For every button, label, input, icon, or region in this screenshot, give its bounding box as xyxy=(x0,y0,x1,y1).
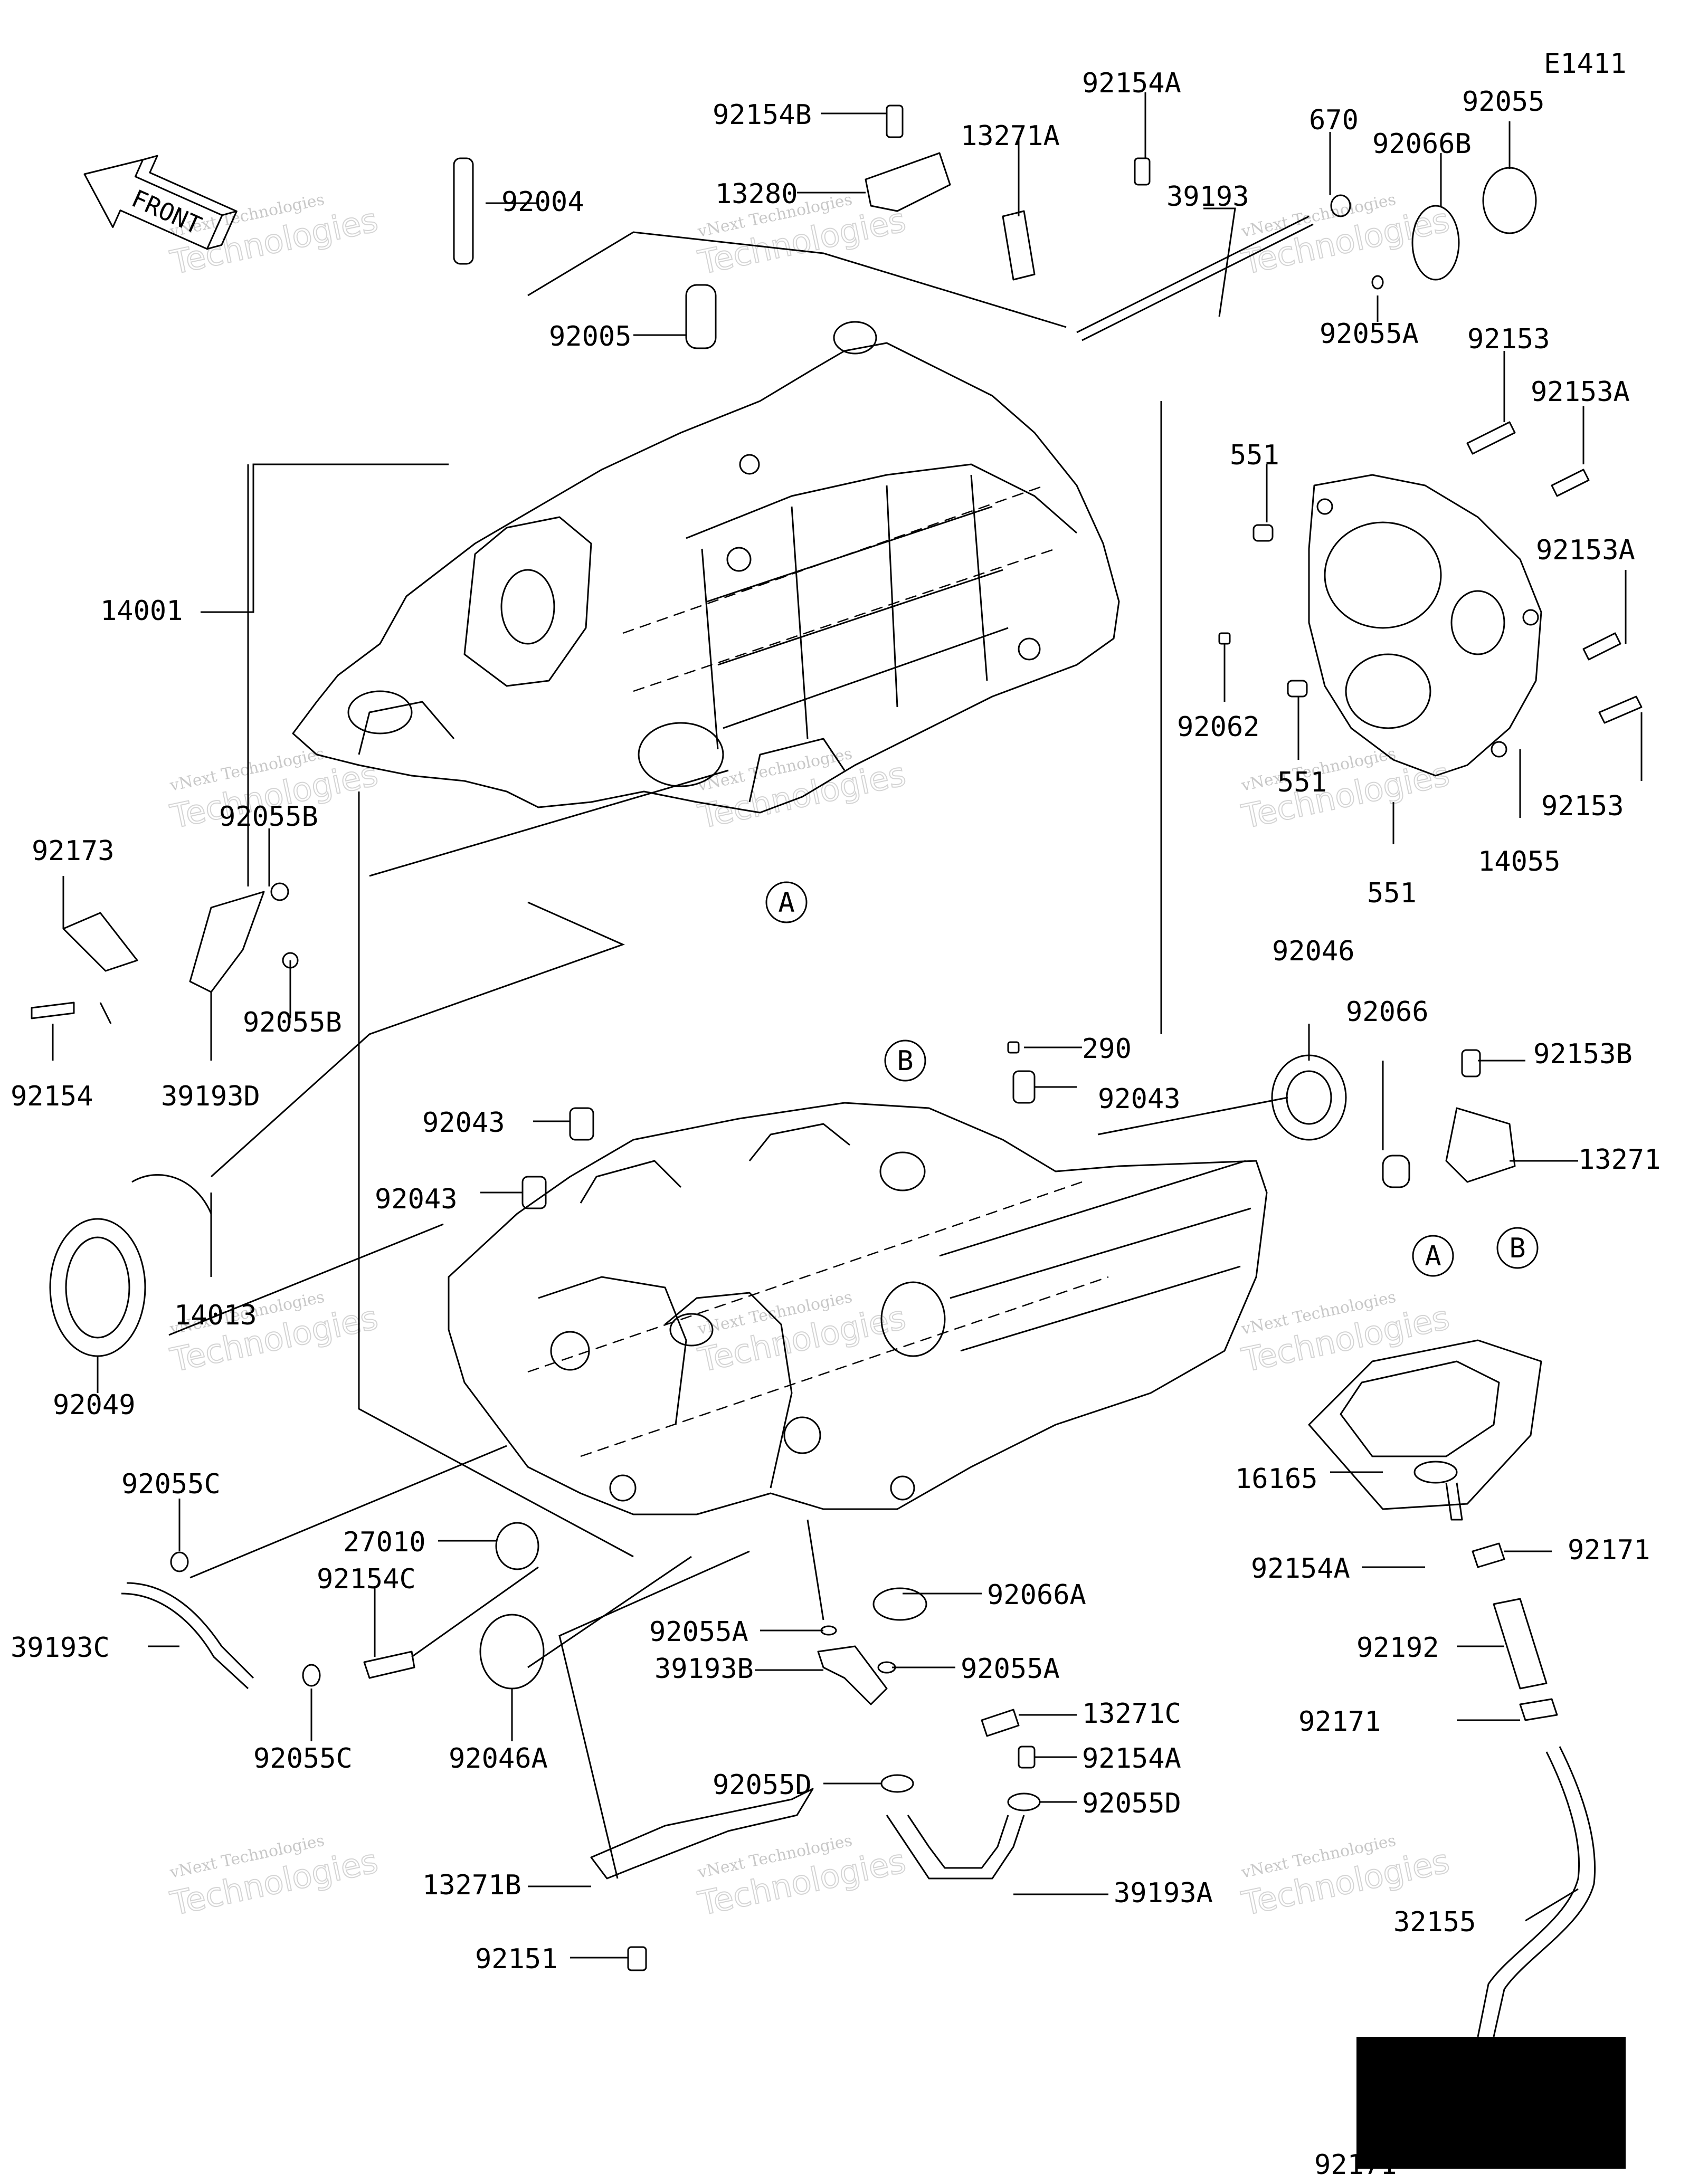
section-marker-b-right: B xyxy=(1496,1227,1539,1269)
part-label-92055d: 92055D xyxy=(713,1769,812,1801)
part-label-92055c: 92055C xyxy=(121,1468,221,1500)
strainer-16165 xyxy=(1308,1339,1542,1521)
svg-text:A: A xyxy=(778,887,794,919)
part-label-92066: 92066 xyxy=(1346,996,1429,1028)
part-label-39193c: 39193C xyxy=(11,1632,110,1664)
part-label-92049: 92049 xyxy=(53,1389,136,1421)
part-label-16165: 16165 xyxy=(1235,1463,1318,1495)
leader-lines xyxy=(52,92,1643,1959)
part-label-92153: 92153 xyxy=(1467,323,1550,355)
part-label-39193b: 39193B xyxy=(654,1653,754,1685)
part-label-13280: 13280 xyxy=(715,178,798,210)
hose-32155 xyxy=(1356,1746,1626,2169)
part-label-92055b: 92055B xyxy=(219,801,318,833)
part-label-13271: 13271 xyxy=(1578,1144,1661,1176)
part-label-14001: 14001 xyxy=(100,595,183,627)
part-label-92055c: 92055C xyxy=(253,1743,353,1775)
part-label-92066b: 92066B xyxy=(1372,128,1472,160)
section-marker-a-right: A xyxy=(1412,1235,1454,1277)
part-label-27010: 27010 xyxy=(343,1527,426,1558)
cover-14055 xyxy=(1308,474,1542,777)
part-label-92055a: 92055A xyxy=(961,1653,1060,1685)
section-marker-b-center: B xyxy=(884,1039,926,1082)
diagram-code: E1411 xyxy=(1544,48,1627,80)
part-label-92055d: 92055D xyxy=(1082,1788,1181,1819)
lower-crankcase xyxy=(448,1102,1268,1515)
part-labels: 92154B92154A13271A1328092004920053919367… xyxy=(11,68,1661,2181)
part-label-13271c: 13271C xyxy=(1082,1698,1181,1730)
part-label-551: 551 xyxy=(1367,878,1417,909)
section-marker-a-top: A xyxy=(765,881,808,923)
part-label-290: 290 xyxy=(1082,1033,1132,1065)
part-label-92154a: 92154A xyxy=(1251,1553,1350,1585)
part-label-92055b: 92055B xyxy=(243,1007,342,1038)
section-markers: A A B B xyxy=(765,881,1539,1277)
part-label-92153: 92153 xyxy=(1541,790,1624,822)
part-label-92154b: 92154B xyxy=(713,99,812,131)
svg-text:A: A xyxy=(1425,1241,1441,1272)
part-label-32155: 32155 xyxy=(1393,1906,1476,1938)
part-label-670: 670 xyxy=(1309,104,1359,136)
part-label-92192: 92192 xyxy=(1356,1632,1439,1664)
part-label-92153b: 92153B xyxy=(1533,1038,1633,1070)
part-label-92055a: 92055A xyxy=(1320,318,1419,350)
part-label-92055: 92055 xyxy=(1462,86,1545,118)
upper-crankcase-14001 xyxy=(292,321,1120,814)
part-label-13271b: 13271B xyxy=(422,1870,521,1901)
part-label-92066a: 92066A xyxy=(987,1579,1086,1611)
part-label-551: 551 xyxy=(1230,440,1279,471)
part-label-551: 551 xyxy=(1277,767,1327,798)
svg-text:B: B xyxy=(1509,1233,1525,1264)
black-block xyxy=(1356,2037,1626,2169)
part-label-92043: 92043 xyxy=(1098,1083,1181,1115)
part-label-92173: 92173 xyxy=(32,835,115,867)
part-label-92154: 92154 xyxy=(11,1081,93,1112)
part-label-92043: 92043 xyxy=(422,1107,505,1139)
part-label-92046a: 92046A xyxy=(449,1743,548,1775)
part-label-14055: 14055 xyxy=(1478,846,1561,878)
part-label-92171: 92171 xyxy=(1298,1706,1381,1738)
part-label-13271a: 13271A xyxy=(961,120,1060,152)
part-label-92154c: 92154C xyxy=(317,1563,416,1595)
part-label-92004: 92004 xyxy=(501,186,584,218)
part-label-92046: 92046 xyxy=(1272,936,1355,967)
part-label-39193a: 39193A xyxy=(1114,1877,1213,1909)
svg-text:B: B xyxy=(897,1045,913,1077)
part-label-92005: 92005 xyxy=(549,321,632,352)
part-label-92062: 92062 xyxy=(1177,711,1260,743)
part-label-92153a: 92153A xyxy=(1531,376,1630,408)
assembly-lines xyxy=(99,231,1288,1879)
part-label-92043: 92043 xyxy=(375,1184,458,1215)
part-label-92055a: 92055A xyxy=(649,1616,748,1648)
part-label-39193: 39193 xyxy=(1166,181,1249,213)
part-label-92154a: 92154A xyxy=(1082,1743,1181,1775)
part-label-39193d: 39193D xyxy=(161,1081,260,1112)
part-label-14013: 14013 xyxy=(174,1300,257,1331)
part-label-92154a: 92154A xyxy=(1082,68,1181,99)
part-label-92153a: 92153A xyxy=(1536,535,1635,566)
part-label-92171: 92171 xyxy=(1314,2149,1397,2181)
part-label-92171: 92171 xyxy=(1568,1534,1650,1566)
part-label-92151: 92151 xyxy=(475,1943,558,1975)
